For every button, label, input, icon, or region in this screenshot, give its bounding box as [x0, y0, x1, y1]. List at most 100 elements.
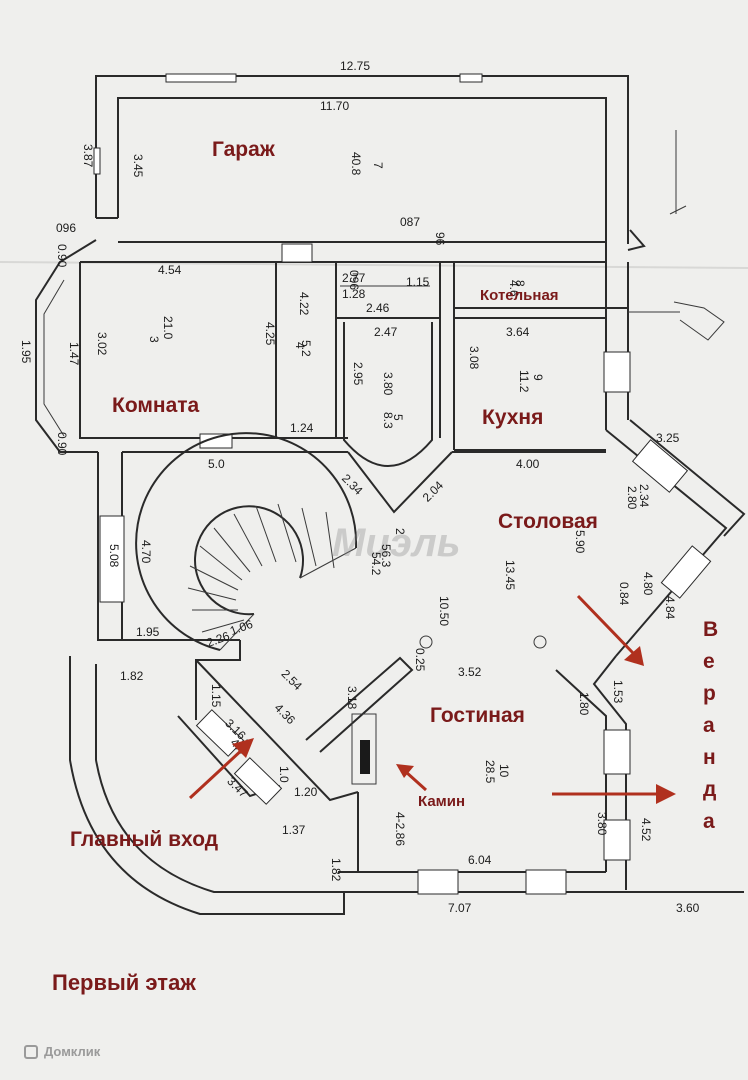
svg-text:1.80: 1.80: [577, 692, 591, 716]
brand-name: Домклик: [44, 1044, 101, 1059]
svg-text:1.24: 1.24: [290, 421, 314, 435]
garage-label: Гараж: [212, 138, 276, 161]
svg-text:96: 96: [433, 232, 447, 246]
svg-text:8.3: 8.3: [381, 412, 395, 429]
svg-text:10.50: 10.50: [437, 596, 451, 626]
svg-text:5.08: 5.08: [107, 544, 121, 568]
svg-text:а: а: [703, 714, 715, 737]
svg-text:1.28: 1.28: [342, 287, 366, 301]
svg-text:3.80: 3.80: [381, 372, 395, 396]
svg-text:10: 10: [497, 764, 511, 778]
svg-text:3.18: 3.18: [345, 686, 359, 710]
svg-text:4.52: 4.52: [639, 818, 653, 842]
svg-text:н: н: [703, 746, 716, 769]
home-icon: [24, 1044, 38, 1059]
bath-walls: [335, 262, 441, 467]
svg-text:4.22: 4.22: [297, 292, 311, 316]
svg-text:д: д: [703, 778, 716, 801]
svg-text:1.20: 1.20: [294, 785, 318, 799]
svg-text:а: а: [703, 810, 715, 833]
svg-text:1.82: 1.82: [120, 669, 144, 683]
veranda-label: В е р а н д а: [703, 618, 718, 833]
svg-text:3.45: 3.45: [131, 154, 145, 178]
svg-text:3.52: 3.52: [458, 665, 482, 679]
svg-text:2.26: 2.26: [205, 629, 232, 650]
north-mark: [627, 130, 687, 251]
svg-text:3.25: 3.25: [656, 431, 680, 445]
svg-text:11.70: 11.70: [320, 99, 349, 113]
svg-text:1.53: 1.53: [611, 680, 625, 704]
svg-text:р: р: [703, 682, 716, 705]
main-hall-walls: [97, 419, 746, 895]
svg-text:4.36: 4.36: [272, 701, 299, 728]
svg-text:5: 5: [391, 414, 405, 421]
svg-text:4.6: 4.6: [507, 280, 521, 297]
fireplace-arrow: [396, 764, 428, 792]
svg-text:4.80: 4.80: [641, 572, 655, 596]
floor-title: Первый этаж: [52, 970, 196, 995]
svg-text:0.90: 0.90: [55, 244, 69, 268]
kitchen-label: Кухня: [482, 406, 543, 429]
svg-text:3.80: 3.80: [595, 812, 609, 836]
svg-text:1.37: 1.37: [282, 823, 306, 837]
room-walls: [35, 239, 606, 453]
svg-text:40.8: 40.8: [349, 152, 363, 176]
svg-text:2.34: 2.34: [339, 471, 366, 498]
dining-room-label: Столовая: [498, 510, 598, 533]
svg-text:2.47: 2.47: [374, 325, 398, 339]
svg-text:2: 2: [393, 528, 407, 535]
svg-text:4: 4: [293, 342, 307, 349]
svg-text:2.77: 2.77: [342, 271, 366, 285]
svg-text:21.0: 21.0: [161, 316, 175, 340]
svg-text:0.25: 0.25: [413, 648, 427, 672]
living-room-label: Гостиная: [430, 704, 525, 727]
boiler-room-label: Котельная: [480, 287, 559, 304]
entrance-arrow: [188, 738, 254, 800]
veranda-arrow-upper: [576, 594, 644, 666]
svg-text:6.04: 6.04: [468, 853, 492, 867]
svg-text:56.3: 56.3: [379, 544, 393, 568]
svg-text:087: 087: [400, 215, 420, 229]
svg-text:3: 3: [147, 336, 161, 343]
kitchen-walls: [453, 262, 725, 451]
svg-text:3.08: 3.08: [467, 346, 481, 370]
fireplace-label: Камин: [418, 793, 465, 810]
svg-text:3.60: 3.60: [676, 901, 700, 915]
svg-text:11.2: 11.2: [517, 370, 531, 393]
main-entrance-label: Главный вход: [70, 828, 218, 851]
svg-text:12.75: 12.75: [340, 59, 370, 73]
svg-text:1.82: 1.82: [329, 858, 343, 882]
svg-text:1.47: 1.47: [67, 342, 81, 366]
svg-text:1.15: 1.15: [209, 684, 223, 708]
svg-text:3.64: 3.64: [506, 325, 530, 339]
svg-text:5.0: 5.0: [208, 457, 225, 471]
svg-text:5.90: 5.90: [573, 530, 587, 554]
svg-text:3.02: 3.02: [95, 332, 109, 356]
living-walls: [305, 635, 547, 785]
svg-text:1.06: 1.06: [228, 617, 255, 638]
svg-text:4-2.86: 4-2.86: [393, 812, 407, 846]
svg-text:е: е: [703, 650, 715, 673]
brand-logo: Домклик: [24, 1044, 100, 1059]
svg-text:2.95: 2.95: [351, 362, 365, 386]
svg-text:2.54: 2.54: [278, 667, 305, 694]
svg-text:7.07: 7.07: [448, 901, 472, 915]
svg-text:4.25: 4.25: [263, 322, 277, 346]
svg-text:4.70: 4.70: [139, 540, 153, 564]
svg-text:3.87: 3.87: [81, 144, 95, 168]
svg-text:1.95: 1.95: [19, 340, 33, 364]
svg-text:5.2: 5.2: [299, 340, 313, 357]
watermark: Миэль: [332, 521, 460, 565]
svg-text:096: 096: [56, 221, 76, 235]
svg-text:1.95: 1.95: [136, 625, 160, 639]
svg-text:54.2: 54.2: [369, 552, 383, 576]
veranda-arrow-lower: [552, 784, 676, 804]
svg-text:1.15: 1.15: [406, 275, 430, 289]
svg-text:В: В: [703, 618, 718, 641]
svg-text:2.46: 2.46: [366, 301, 390, 315]
svg-text:096: 096: [347, 270, 361, 290]
svg-text:1.0: 1.0: [277, 766, 291, 783]
svg-text:2.80: 2.80: [625, 486, 639, 510]
svg-text:0.90: 0.90: [55, 432, 69, 456]
